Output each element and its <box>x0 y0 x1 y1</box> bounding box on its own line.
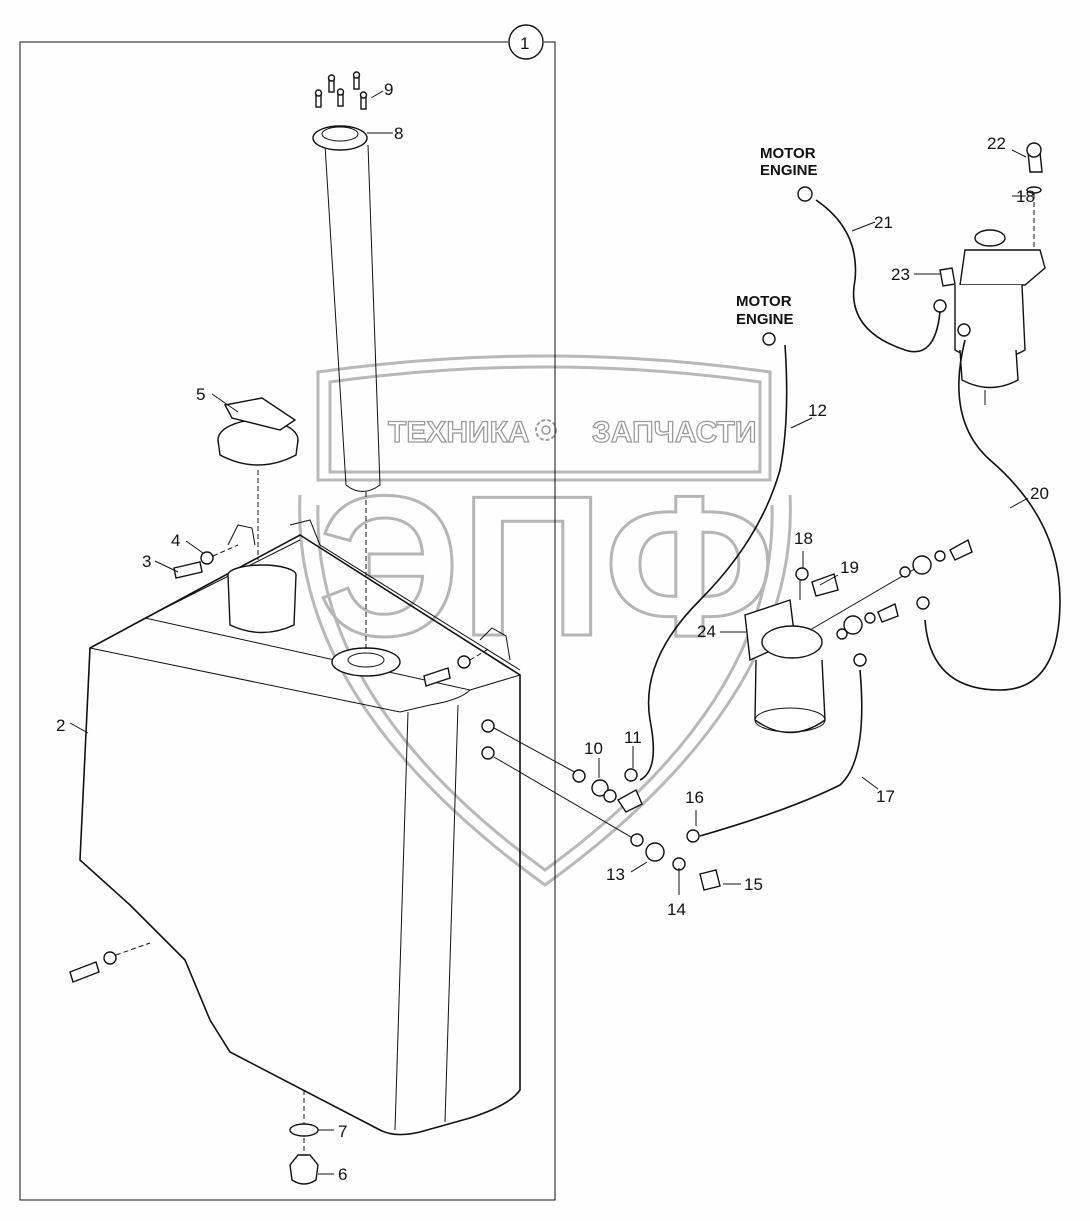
watermark-logo: ЭПФ <box>318 455 775 678</box>
callout-9: 9 <box>384 80 393 99</box>
callout-11: 11 <box>624 728 642 747</box>
bolt-washer-right <box>423 647 491 687</box>
hose-20 <box>924 339 1061 691</box>
callout-18-upper: 18 <box>1016 187 1035 206</box>
fuel-filter-upper <box>933 142 1046 405</box>
hose-17 <box>699 669 863 837</box>
callout-24: 24 <box>697 622 716 641</box>
engine-label-upper: MOTOR ENGINE <box>760 145 818 179</box>
callout-6: 6 <box>338 1165 347 1184</box>
bolt-washer-left <box>173 544 239 579</box>
hose-12 <box>639 344 788 781</box>
watermark-right-text: ЗАПЧАСТИ <box>592 416 756 449</box>
clamp-engine-lower <box>762 332 776 346</box>
group-frame: 1 <box>19 24 556 1201</box>
hoses <box>639 186 1061 837</box>
watermark-left-text: ТЕХНИКА <box>388 416 530 449</box>
callout-12: 12 <box>808 401 827 420</box>
callouts: 2 3 4 5 6 7 8 9 10 11 12 13 14 15 16 17 … <box>56 80 1049 1184</box>
callout-13: 13 <box>606 865 625 884</box>
callout-10: 10 <box>584 739 603 758</box>
engine-label-upper-line2: ENGINE <box>760 162 818 179</box>
callout-17: 17 <box>876 787 895 806</box>
callout-14: 14 <box>667 900 686 919</box>
engine-label-lower-line1: MOTOR <box>736 293 792 310</box>
callout-7: 7 <box>338 1122 347 1141</box>
callout-22: 22 <box>987 134 1006 153</box>
callout-2: 2 <box>56 716 65 735</box>
clamp-engine-upper <box>797 186 813 202</box>
banjo-fittings <box>493 727 721 891</box>
callout-20: 20 <box>1030 484 1049 503</box>
watermark-banner <box>316 354 772 482</box>
engine-label-lower-line2: ENGINE <box>736 311 794 328</box>
fuel-sender <box>312 71 381 650</box>
fuel-filter-lower <box>744 538 973 734</box>
drain-plug <box>289 1090 319 1185</box>
group-frame-border <box>19 41 556 1201</box>
filler-cap <box>217 397 299 560</box>
callout-5: 5 <box>196 385 205 404</box>
callout-21: 21 <box>874 213 893 232</box>
callout-19: 19 <box>840 558 859 577</box>
group-marker-circle <box>508 24 544 60</box>
fuel-tank <box>79 519 521 1136</box>
screws <box>314 71 368 110</box>
gear-icon <box>535 419 557 441</box>
watermark: ТЕХНИКА ЗАПЧАСТИ ЭПФ <box>298 354 792 887</box>
engine-label-upper-line1: MOTOR <box>760 145 816 162</box>
callout-3: 3 <box>142 552 151 571</box>
callout-4: 4 <box>171 531 180 550</box>
hose-21 <box>815 199 941 353</box>
leader-lines <box>69 90 1029 1175</box>
callout-16: 16 <box>685 788 704 807</box>
engine-label-lower: MOTOR ENGINE <box>736 293 794 328</box>
bolt-washer-lower-left <box>69 942 151 983</box>
callout-18-lower: 18 <box>794 529 813 548</box>
callout-15: 15 <box>744 875 763 894</box>
callout-8: 8 <box>394 124 403 143</box>
callout-23: 23 <box>891 265 910 284</box>
group-marker-label: 1 <box>520 34 529 53</box>
watermark-banner-inner <box>328 365 762 474</box>
